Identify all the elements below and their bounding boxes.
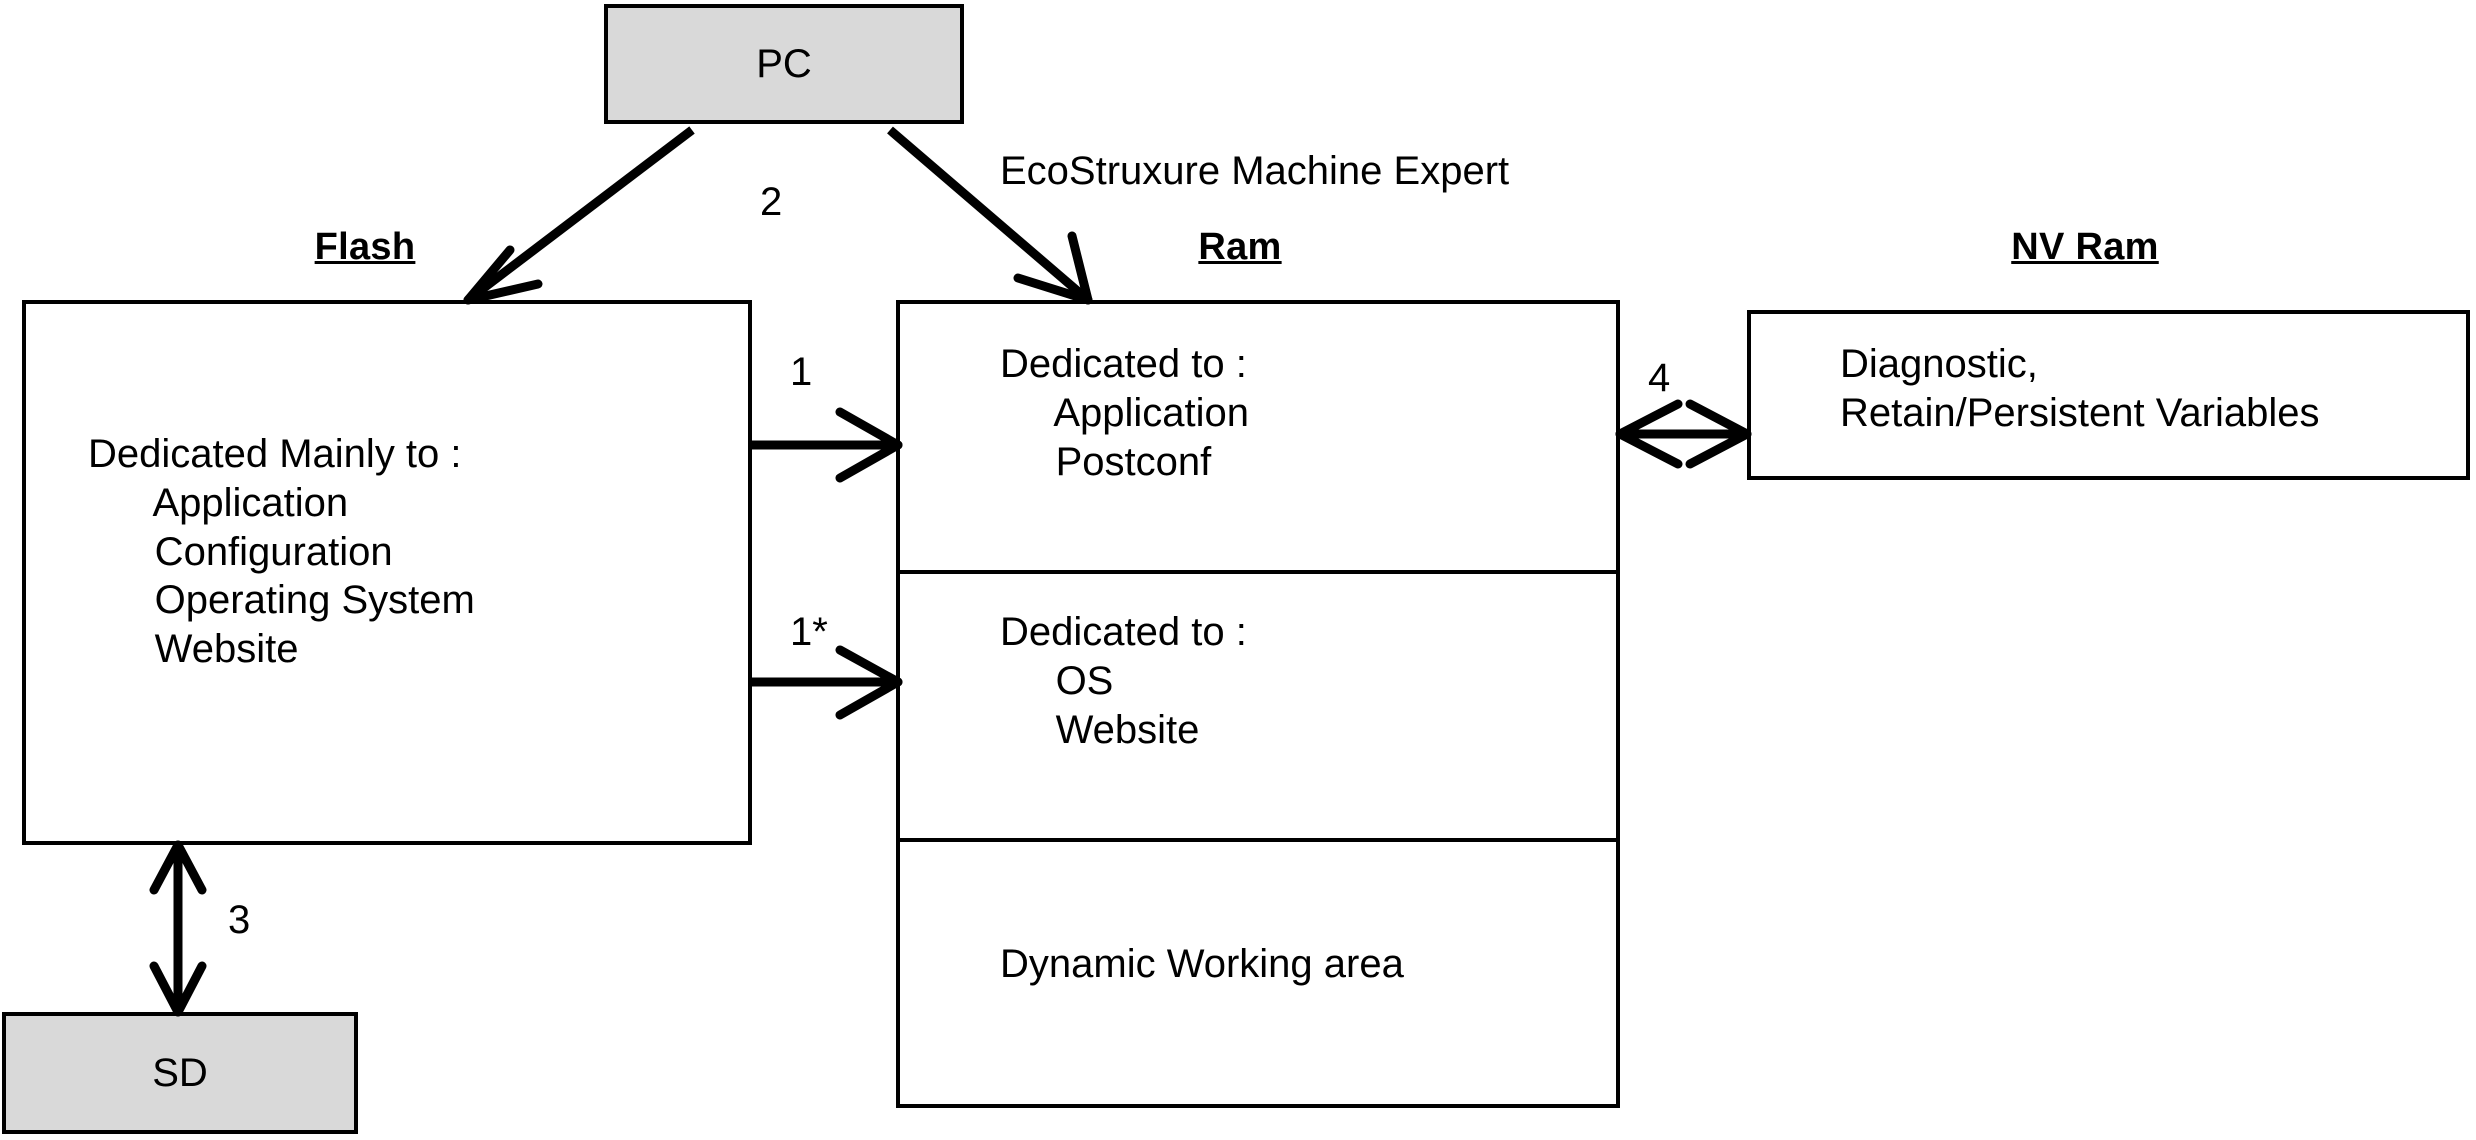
edge-label-flash-to-ram-os: 1* [790,610,828,654]
edge-label-ram-to-nvram: 4 [1648,356,1671,400]
ram-section-dynamic-text: Dynamic Working area [1000,942,1404,986]
ram-divider-1 [896,570,1620,574]
edge-label-flash-to-sd: 3 [228,898,251,942]
node-sd-label: SD [152,1051,208,1095]
node-pc[interactable]: PC [604,4,964,124]
arrow-flash-to-ram-os [748,645,903,720]
ram-heading: Ram [1198,226,1282,268]
ram-section-os-text: Dedicated to : OS Website [1000,610,1247,752]
arrow-flash-to-sd [149,840,207,1017]
edge-label-flash-to-ram-application: 1 [790,350,813,394]
arrow-ram-to-nvram [1615,399,1752,469]
edge-label-pc-to-ram: EcoStruxure Machine Expert [1000,149,1510,193]
node-nvram-text: Diagnostic, Retain/Persistent Variables [1840,342,2320,435]
node-nvram[interactable] [1747,310,2470,480]
ram-section-application-text: Dedicated to : Application Postconf [1000,342,1250,484]
flash-heading: Flash [314,226,416,268]
node-pc-label: PC [756,42,812,86]
node-flash[interactable] [22,300,752,845]
arrow-flash-to-ram-application [748,407,903,483]
node-ram[interactable] [896,300,1620,1108]
nvram-heading: NV Ram [2011,226,2159,268]
node-flash-text: Dedicated Mainly to : Application Config… [88,432,475,672]
ram-divider-2 [896,838,1620,842]
arrow-pc-to-flash [463,126,695,305]
edge-label-pc-to-flash: 2 [760,180,783,224]
node-sd[interactable]: SD [2,1012,358,1134]
